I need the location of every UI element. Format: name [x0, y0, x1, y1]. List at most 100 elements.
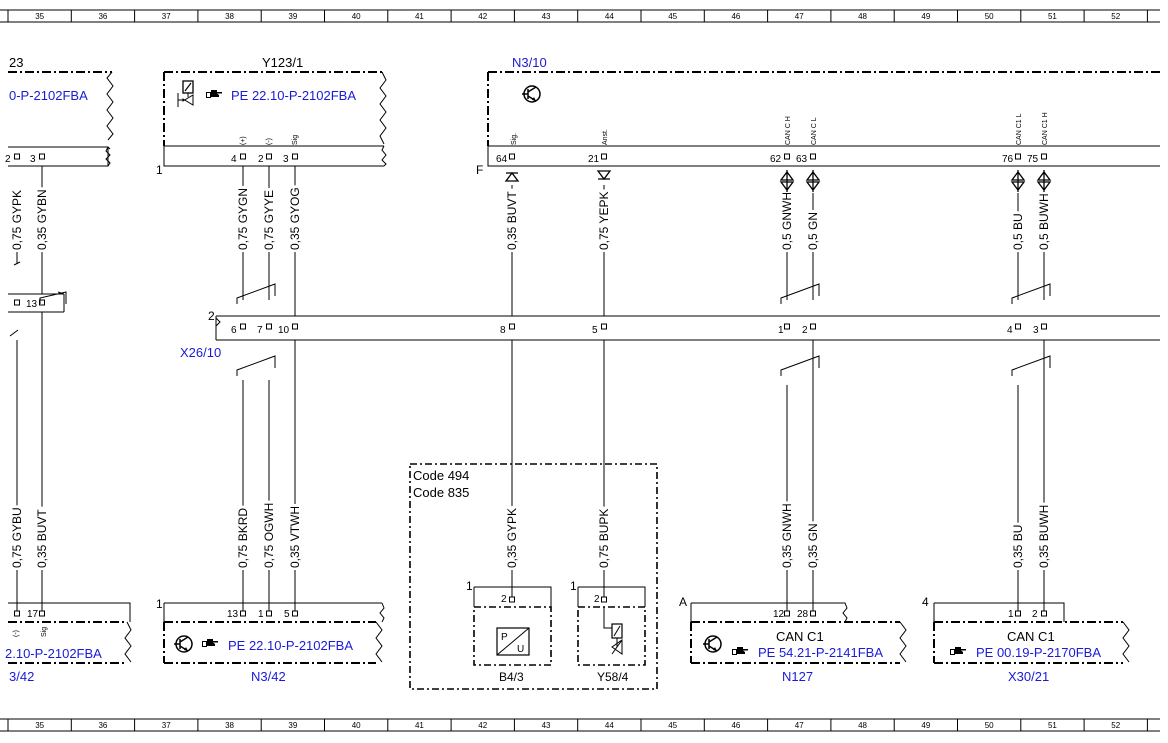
column-number: 43	[542, 12, 551, 21]
signal-label: (-)	[266, 138, 273, 145]
connector-left-mid: 13	[8, 261, 65, 337]
column-number: 37	[162, 721, 171, 730]
component-x30-21-ref: PE 00.19-P-2170FBA	[976, 645, 1101, 660]
pin-label: 4	[231, 154, 237, 165]
pin-socket	[266, 153, 272, 160]
pin-socket	[601, 323, 607, 330]
column-number: 36	[98, 12, 107, 21]
solenoid-valve-icon	[603, 607, 623, 655]
wire-label-background	[288, 185, 302, 252]
pin-label: 2	[1032, 609, 1038, 620]
wire-label: 0,35 BUVT	[35, 509, 49, 568]
pin-socket	[240, 610, 246, 617]
component-x26-10-code: X26/10	[180, 345, 221, 360]
wire-label-background	[35, 187, 49, 252]
wire-label-background	[236, 505, 250, 570]
wire-label: 0,5 GN	[806, 212, 820, 250]
pin-socket	[1041, 610, 1047, 617]
pin-label: 64	[496, 154, 508, 165]
bidirectional-arrow-icon	[805, 170, 821, 192]
pin-label: 13	[227, 609, 239, 620]
wire-label-background	[262, 187, 276, 252]
column-number: 44	[605, 12, 614, 21]
column-number: 52	[1111, 12, 1120, 21]
pin-label: 2	[594, 594, 600, 605]
signal-label: (-)	[13, 630, 20, 637]
component-n3-42-ref: PE 22.10-P-2102FBA	[228, 638, 353, 653]
component-n3-10-code: N3/10	[512, 55, 547, 70]
wire-label-background	[806, 209, 820, 252]
component-n3-42-code: N3/42	[251, 669, 286, 684]
column-number: 48	[858, 12, 867, 21]
component-y123-1-ref: PE 22.10-P-2102FBA	[231, 88, 356, 103]
signal-label: CAN C L	[811, 117, 818, 145]
component-left-bottom-ref: 2.10-P-2102FBA	[5, 646, 102, 661]
column-number: 36	[98, 721, 107, 730]
can-bus-label: CAN C1	[1007, 629, 1055, 644]
pin-socket	[601, 596, 607, 603]
pin-socket	[1015, 153, 1021, 160]
pin-socket	[784, 153, 790, 160]
component-b4-3: 1 2 P U B4/3	[466, 579, 552, 684]
wire-label-background	[780, 501, 794, 570]
transistor-icon	[702, 635, 722, 653]
pin-socket	[266, 323, 272, 330]
pin-label: 3	[283, 154, 289, 165]
pin-socket	[509, 596, 515, 603]
column-number: 49	[921, 12, 930, 21]
column-number: 52	[1111, 721, 1120, 730]
wire-label: 0,35 GYPK	[505, 508, 519, 568]
pin-socket	[240, 323, 246, 330]
twisted-pair-marker	[236, 355, 276, 376]
hand-pointer-icon	[950, 647, 966, 655]
connector-label: F	[476, 163, 483, 177]
column-number: 51	[1048, 12, 1057, 21]
connector-label: 1	[156, 163, 163, 177]
wire-label-background	[597, 506, 611, 570]
svg-text:P: P	[501, 632, 508, 643]
signal-label: Sig.	[511, 133, 518, 145]
wire-label-background	[780, 189, 794, 252]
column-number: 40	[352, 12, 361, 21]
signal-label: Sig	[292, 135, 299, 145]
column-number: 38	[225, 12, 234, 21]
pin-label: 1	[258, 609, 264, 620]
connector-label: A	[679, 595, 687, 609]
svg-text:U: U	[517, 644, 524, 655]
wire-label: 0,75 BUPK	[597, 509, 611, 568]
column-number: 45	[668, 721, 677, 730]
pressure-sensor-icon: P U	[496, 627, 530, 656]
connector-label: 4	[922, 595, 929, 609]
signal-label: (+)	[240, 136, 247, 145]
pin-socket	[39, 610, 45, 617]
pin-socket	[810, 153, 816, 160]
column-number: 50	[985, 12, 994, 21]
pin-socket	[240, 153, 246, 160]
wire-label-background	[1011, 211, 1025, 252]
component-left-top-ref: 0-P-2102FBA	[9, 88, 88, 103]
wire-label: 0,35 VTWH	[288, 506, 302, 568]
pin-socket	[784, 610, 790, 617]
wire-label: 0,75 OGWH	[262, 503, 276, 568]
bidirectional-arrow-icon	[1036, 170, 1052, 192]
wire-label: 0,75 GYBU	[10, 507, 24, 568]
pin-label: 6	[231, 325, 237, 336]
pin-socket	[784, 323, 790, 330]
wire-label: 0,35 GN	[806, 523, 820, 568]
component-n127-code: N127	[782, 669, 813, 684]
wire-label: 0,35 GYOG	[288, 187, 302, 250]
wire-label: 0,75 BKRD	[236, 508, 250, 568]
signal-label: CAN C1 H	[1042, 112, 1049, 145]
pin-socket	[14, 299, 20, 306]
pin-label: 3	[30, 154, 36, 165]
wire-label: 0,35 GYBN	[35, 189, 49, 250]
column-number: 39	[288, 12, 297, 21]
twisted-pair-marker	[780, 283, 820, 304]
wire-label-background	[262, 500, 276, 570]
component-left-top: 23 0-P-2102FBA 2 3	[5, 55, 114, 167]
wire-label: 0,35 BUVT	[505, 191, 519, 250]
column-number: 49	[921, 721, 930, 730]
pin-label: 8	[500, 325, 506, 336]
